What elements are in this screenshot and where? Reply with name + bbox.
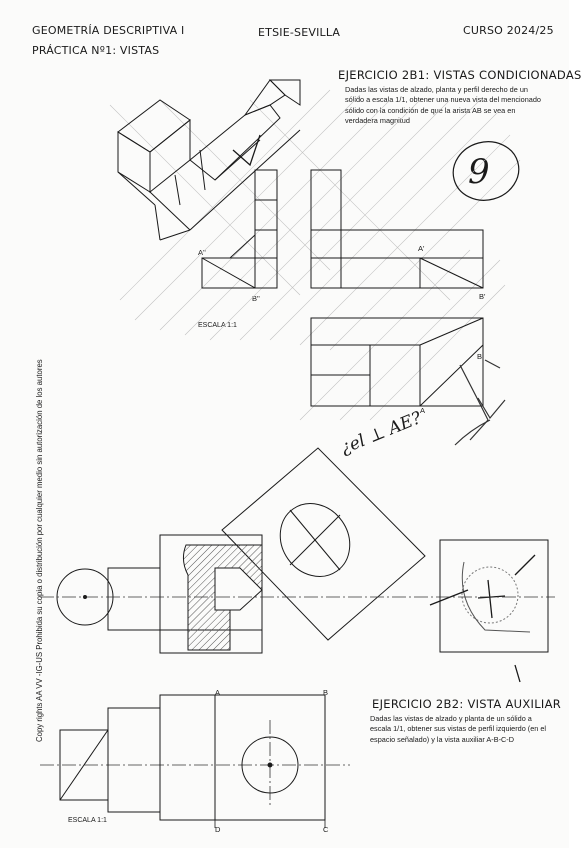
top-view-2 — [59, 694, 326, 821]
exercise1-title: EJERCICIO 2B1: VISTAS CONDICIONADAS — [338, 68, 582, 82]
practice-title: PRÁCTICA Nº1: VISTAS — [32, 44, 160, 57]
handwritten-grade: 9 — [468, 152, 490, 192]
exercise2-scale: ESCALA 1:1 — [68, 817, 107, 824]
pencil-sketch — [454, 359, 506, 446]
construction-lines — [109, 89, 521, 421]
center-axis — [40, 596, 555, 808]
label-aux-b: B — [323, 688, 329, 697]
subject-title: GEOMETRÍA DESCRIPTIVA I — [32, 24, 185, 37]
label-aux-c: C — [323, 825, 329, 834]
label-a-double-prime: A'' — [198, 248, 206, 257]
new-view-solid — [117, 79, 301, 241]
left-profile-view — [429, 539, 549, 683]
top-view — [310, 317, 484, 407]
label-aux-d: D — [215, 825, 221, 834]
exercise1-description: Dadas las vistas de alzado, planta y per… — [345, 85, 541, 125]
front-view-2 — [56, 534, 263, 654]
label-a: A — [420, 406, 426, 415]
course-year: CURSO 2024/25 — [463, 24, 554, 37]
exercise1-scale: ESCALA 1:1 — [198, 322, 237, 329]
label-b: B — [477, 352, 483, 361]
school-name: ETSIE-SEVILLA — [258, 26, 341, 39]
technical-drawing — [40, 79, 555, 828]
label-b-prime: B' — [479, 292, 486, 301]
grade-circle — [452, 141, 520, 201]
label-a-prime: A' — [418, 244, 425, 253]
label-aux-a: A — [215, 688, 221, 697]
aux-reference-lines — [214, 695, 326, 828]
worksheet-page: GEOMETRÍA DESCRIPTIVA I ETSIE-SEVILLA CU… — [32, 24, 582, 834]
exercise2-title: EJERCICIO 2B2: VISTA AUXILIAR — [372, 697, 562, 711]
exercise2-description: Dadas las vistas de alzado y planta de u… — [370, 714, 547, 744]
label-b-double-prime: B'' — [252, 294, 260, 303]
side-view — [310, 169, 484, 289]
front-view — [201, 169, 278, 289]
auxiliary-view — [221, 447, 426, 641]
